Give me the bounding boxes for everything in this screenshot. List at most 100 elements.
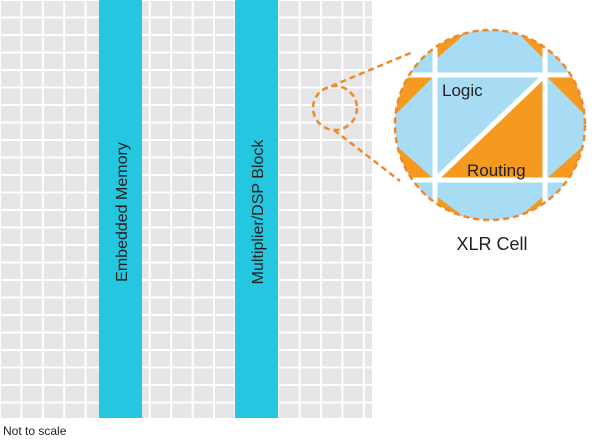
grid-cell (364, 281, 372, 297)
grid-cell (1, 158, 21, 174)
grid-cell (300, 36, 320, 52)
grid-cell (43, 141, 64, 157)
grid-cell (300, 246, 320, 262)
grid-cell (343, 176, 363, 192)
grid-cell (343, 246, 363, 262)
grid-cell (364, 298, 372, 314)
grid-cell (364, 106, 372, 122)
grid-cell (65, 333, 85, 349)
grid-cell (172, 386, 192, 402)
grid-cell (322, 316, 342, 332)
grid-cell (343, 228, 363, 244)
grid-cell (279, 211, 299, 227)
grid-cell (343, 53, 363, 69)
grid-cell (364, 18, 372, 34)
grid-cell (322, 263, 342, 279)
grid-cell (193, 316, 213, 332)
grid-cell (1, 193, 21, 209)
grid-cell (65, 368, 85, 384)
grid-cell (343, 18, 363, 34)
grid-cell (65, 316, 85, 332)
grid-cell (193, 386, 213, 402)
grid-cell (172, 106, 192, 122)
grid-cell (150, 263, 171, 279)
grid-cell (43, 403, 64, 418)
grid-cell (1, 333, 21, 349)
grid-cell (215, 228, 235, 244)
grid-cell (322, 351, 342, 367)
grid-cell (279, 193, 299, 209)
grid-cell (172, 211, 192, 227)
grid-cell (1, 403, 21, 418)
grid-cell (215, 1, 235, 17)
grid-cell (300, 106, 320, 122)
grid-cell (279, 53, 299, 69)
zoom-callout (311, 50, 414, 182)
grid-cell (300, 281, 320, 297)
grid-cell (150, 71, 171, 87)
grid-cell (193, 351, 213, 367)
grid-cell (172, 71, 192, 87)
grid-cell (322, 298, 342, 314)
grid-cell (300, 158, 320, 174)
grid-cell (322, 403, 342, 418)
grid-cell (279, 123, 299, 139)
grid-cell (1, 141, 21, 157)
grid-cell (172, 403, 192, 418)
grid-cell (1, 36, 21, 52)
grid-cell (22, 88, 42, 104)
grid-cell (43, 351, 64, 367)
grid-cell (43, 263, 64, 279)
grid-cell (322, 333, 342, 349)
grid-cell (43, 18, 64, 34)
grid-cell (193, 246, 213, 262)
grid-cell (172, 193, 192, 209)
grid-cell (65, 211, 85, 227)
grid-cell (300, 368, 320, 384)
grid-cell (215, 351, 235, 367)
grid-cell (300, 403, 320, 418)
grid-cell (279, 246, 299, 262)
grid-cell (43, 368, 64, 384)
grid-cell (172, 88, 192, 104)
grid-cell (22, 18, 42, 34)
grid-cell (364, 123, 372, 139)
grid-cell (300, 316, 320, 332)
grid-cell (364, 158, 372, 174)
grid-cell (279, 333, 299, 349)
grid-cell (43, 158, 64, 174)
grid-cell (215, 333, 235, 349)
grid-cell (322, 158, 342, 174)
grid-cell (22, 263, 42, 279)
grid-cell (364, 351, 372, 367)
grid-cell (22, 1, 42, 17)
grid-cell (65, 36, 85, 52)
grid-cell (300, 298, 320, 314)
grid-cell (1, 176, 21, 192)
grid-cell (364, 263, 372, 279)
grid-cell (322, 386, 342, 402)
grid-cell (22, 316, 42, 332)
grid-cell (279, 228, 299, 244)
grid-cell (43, 386, 64, 402)
grid-cell (322, 18, 342, 34)
grid-cell (300, 263, 320, 279)
grid-cell (65, 263, 85, 279)
grid-cell (279, 281, 299, 297)
callout-connector-bottom (333, 129, 401, 182)
grid-cell (150, 333, 171, 349)
grid-cell (322, 88, 342, 104)
grid-cell (215, 88, 235, 104)
grid-cell (193, 53, 213, 69)
grid-cell (193, 176, 213, 192)
grid-cell (22, 158, 42, 174)
grid-cell (343, 211, 363, 227)
grid-cell (172, 246, 192, 262)
grid-cell (172, 368, 192, 384)
grid-cell (22, 141, 42, 157)
grid-cell (215, 53, 235, 69)
grid-cell (279, 18, 299, 34)
routing-label: Routing (467, 161, 526, 180)
